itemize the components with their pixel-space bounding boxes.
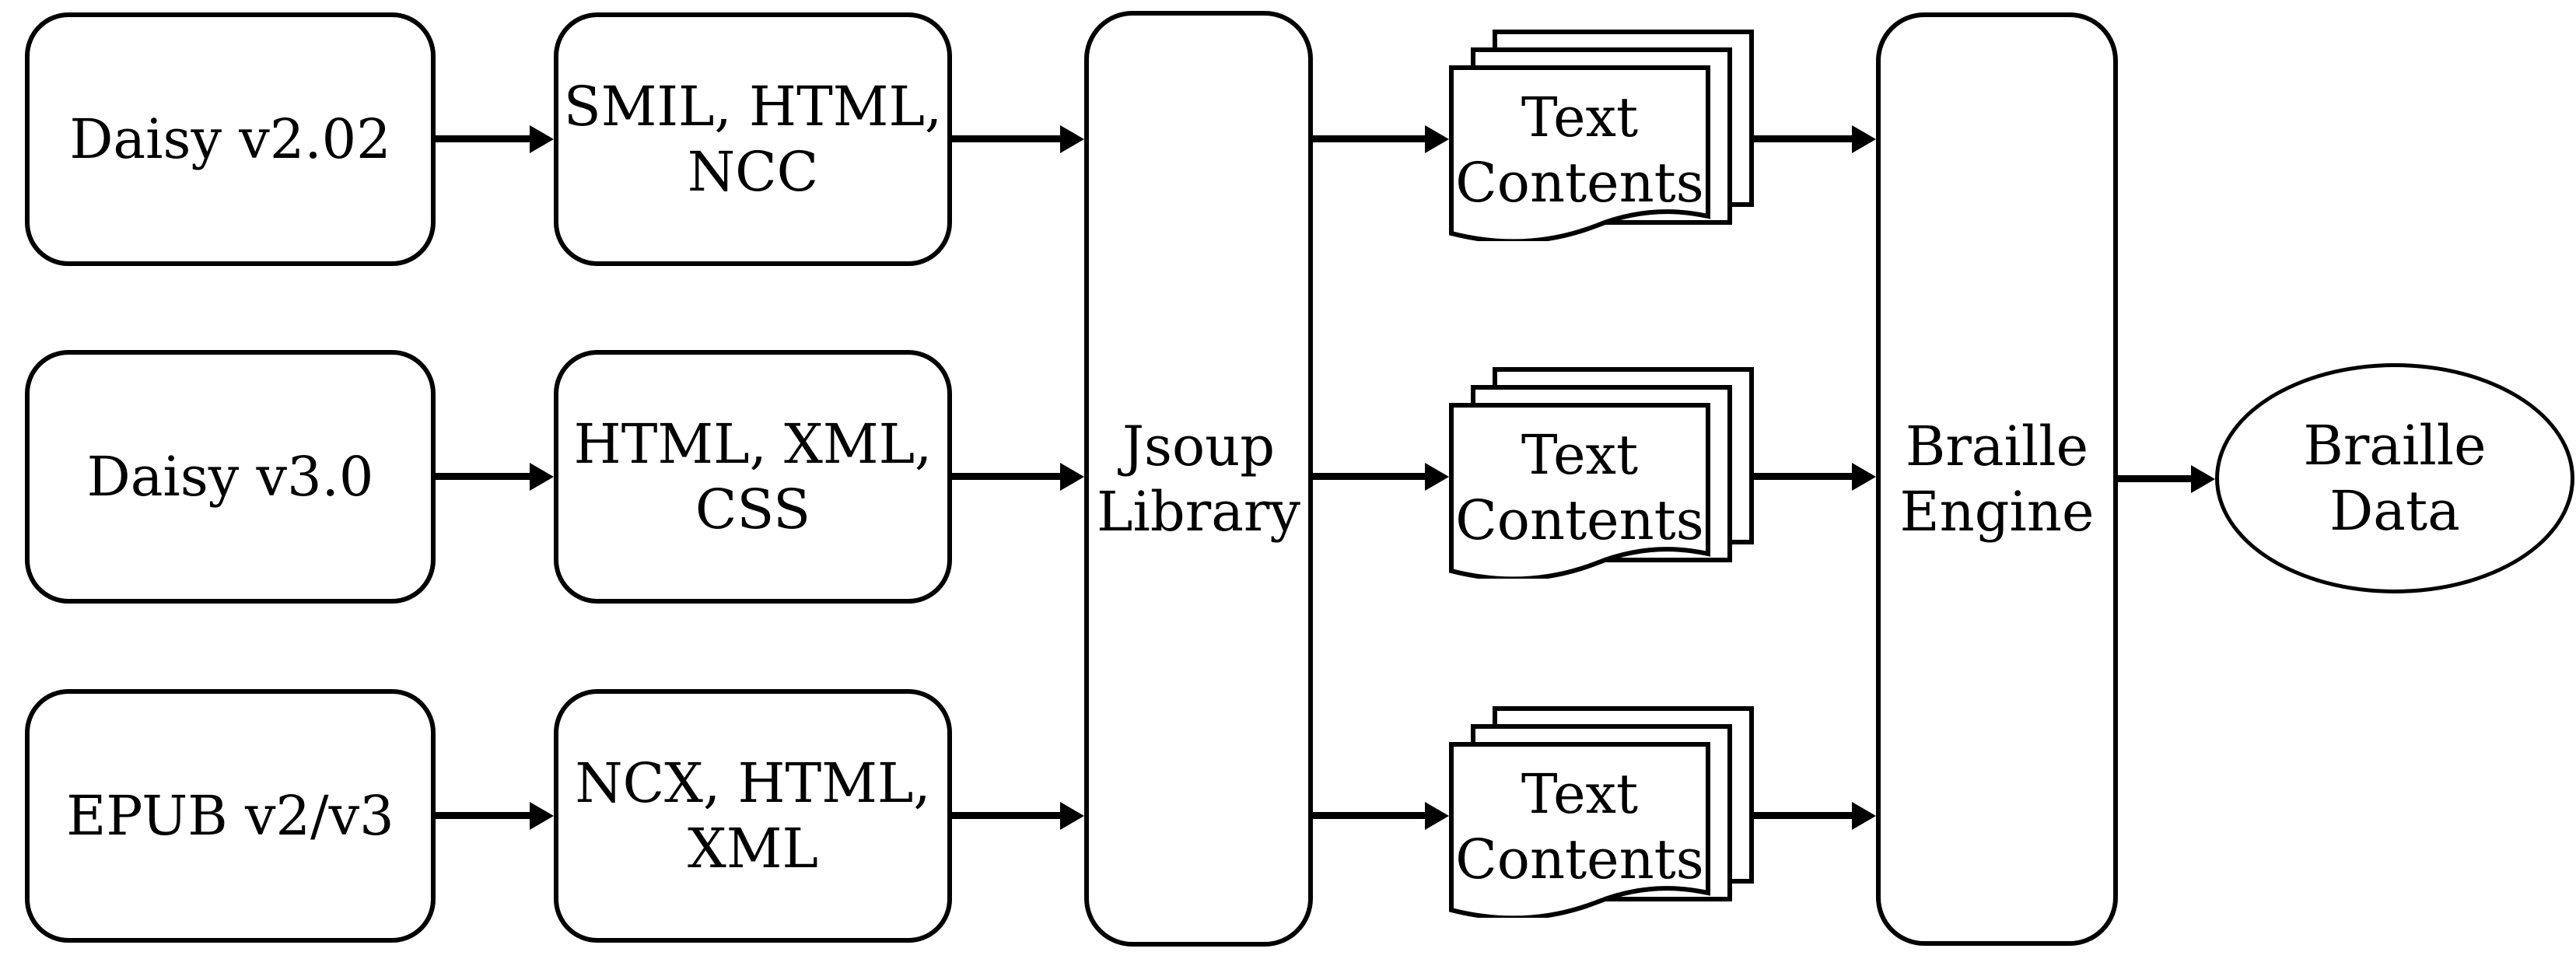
node-label-line2: CSS [695, 478, 811, 541]
arrow-engine-to-output [2118, 475, 2193, 482]
arrow-source2-to-format2 [436, 473, 531, 480]
stack-label: Text Contents [1451, 744, 1708, 909]
documents-icon [1449, 30, 1754, 241]
node-label-line1: Braille [1905, 415, 2089, 478]
arrow-doc2-to-engine [1752, 473, 1853, 480]
braille-data-node: Braille Data [2215, 363, 2574, 593]
format-node-smil-html-ncc: SMIL, HTML, NCC [554, 12, 952, 266]
text-contents-stack-3: Text Contents [1449, 706, 1754, 918]
documents-icon [1449, 706, 1754, 918]
stack-label-line1: Text [1521, 86, 1639, 149]
arrow-format1-to-jsoup [952, 135, 1062, 142]
source-node-daisy-v202: Daisy v2.02 [25, 12, 436, 266]
arrow-doc3-to-engine [1752, 812, 1853, 819]
jsoup-library-node: Jsoup Library [1084, 11, 1313, 947]
node-label-line2: NCC [687, 140, 819, 204]
source-node-epub: EPUB v2/v3 [25, 689, 436, 943]
node-label-line1: HTML, XML, [573, 412, 933, 476]
text-contents-stack-2: Text Contents [1449, 367, 1754, 579]
arrow-format2-to-jsoup [952, 473, 1062, 480]
node-label-line1: Jsoup [1122, 414, 1276, 478]
source-node-daisy-v30: Daisy v3.0 [25, 350, 436, 604]
node-label: Daisy v2.02 [69, 107, 391, 171]
node-label: EPUB v2/v3 [66, 784, 394, 848]
node-label-line1: NCX, HTML, [575, 751, 931, 815]
node-label-line2: Library [1097, 479, 1300, 544]
arrow-doc1-to-engine [1752, 135, 1853, 142]
format-node-html-xml-css: HTML, XML, CSS [554, 350, 952, 604]
braille-engine-node: Braille Engine [1876, 12, 2118, 946]
stack-label: Text Contents [1451, 68, 1708, 233]
node-label-line1: SMIL, HTML, [563, 75, 943, 138]
arrow-jsoup-to-doc3 [1313, 812, 1426, 819]
node-label-line2: Engine [1899, 480, 2095, 544]
stack-label: Text Contents [1451, 405, 1708, 570]
arrow-format3-to-jsoup [952, 812, 1062, 819]
arrow-jsoup-to-doc1 [1313, 135, 1426, 142]
stack-label-line1: Text [1521, 423, 1639, 487]
text-contents-stack-1: Text Contents [1449, 30, 1754, 241]
stack-label-line2: Contents [1455, 828, 1704, 891]
stack-label-line2: Contents [1455, 488, 1704, 552]
stack-label-line1: Text [1521, 762, 1639, 826]
arrow-source1-to-format1 [436, 135, 531, 142]
node-label-line2: XML [688, 817, 818, 880]
documents-icon [1449, 367, 1754, 579]
node-label: Daisy v3.0 [86, 445, 374, 509]
stack-label-line2: Contents [1455, 151, 1704, 215]
node-label-line1: Braille [2303, 414, 2487, 478]
arrow-jsoup-to-doc2 [1313, 473, 1426, 480]
node-label-line2: Data [2329, 479, 2460, 543]
arrow-source3-to-format3 [436, 812, 531, 819]
format-node-ncx-html-xml: NCX, HTML, XML [554, 689, 952, 943]
